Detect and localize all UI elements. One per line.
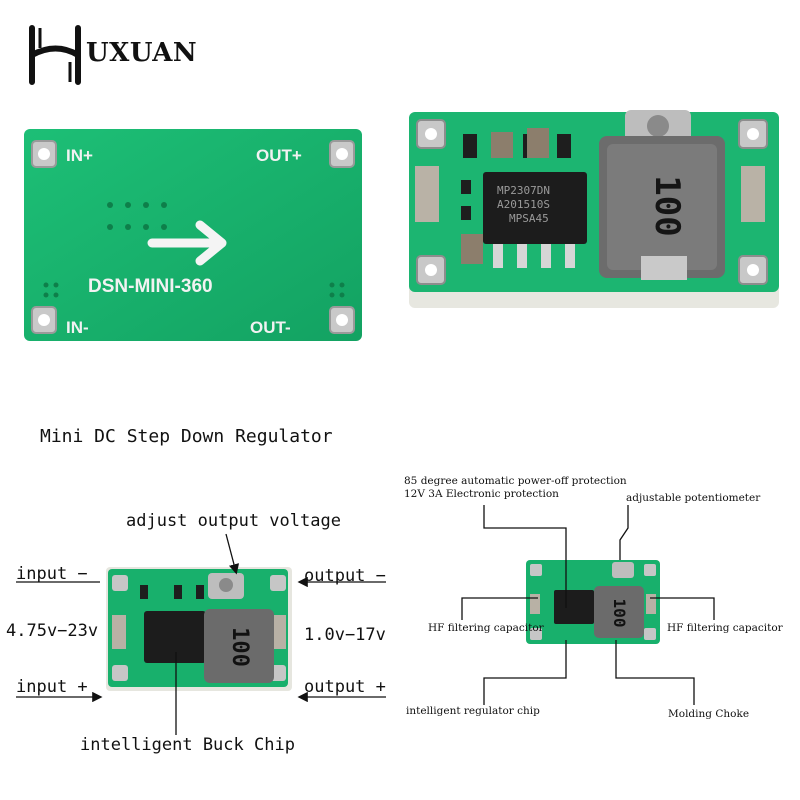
label-input-range: 4.75v−23v xyxy=(6,621,99,641)
left-board-image: 100 xyxy=(106,567,292,691)
label-protection-1: 85 degree automatic power-off protection xyxy=(404,475,627,487)
label-output-range: 1.0v−17v xyxy=(304,625,386,645)
label-output-minus: output − xyxy=(304,566,386,586)
brand-logo-icon xyxy=(29,25,81,85)
label-model: DSN-MINI-360 xyxy=(88,276,213,297)
brand-name: UXUAN xyxy=(86,38,198,68)
svg-text:100: 100 xyxy=(610,599,629,628)
board-front-image: MP2307DN A201510S MPSA45 100 xyxy=(409,110,779,308)
label-adjust-output-voltage: adjust output voltage xyxy=(126,511,341,531)
svg-text:100: 100 xyxy=(227,627,252,667)
label-hf-capacitor-right: HF filtering capacitor xyxy=(667,622,783,634)
label-input-plus: input + xyxy=(16,677,88,697)
label-output-plus: output + xyxy=(304,677,386,697)
label-regulator-chip: intelligent regulator chip xyxy=(406,705,540,717)
chip-line-3: MPSA45 xyxy=(509,212,549,225)
label-potentiometer: adjustable potentiometer xyxy=(626,492,761,504)
board-back-image xyxy=(24,129,362,341)
label-hf-capacitor-left: HF filtering capacitor xyxy=(428,622,544,634)
svg-text:100: 100 xyxy=(647,175,687,236)
label-in-plus: IN+ xyxy=(66,146,93,165)
label-buck-chip: intelligent Buck Chip xyxy=(80,735,295,755)
label-in-minus: IN- xyxy=(66,318,89,337)
page-title: Mini DC Step Down Regulator xyxy=(40,426,333,447)
chip-line-1: MP2307DN xyxy=(497,184,550,197)
label-out-minus: OUT- xyxy=(250,318,291,337)
label-protection-2: 12V 3A Electronic protection xyxy=(404,488,559,500)
right-board-image: 100 xyxy=(526,560,660,644)
label-out-plus: OUT+ xyxy=(256,146,302,165)
label-input-minus: input − xyxy=(16,564,88,584)
chip-line-2: A201510S xyxy=(497,198,550,211)
label-molding-choke: Molding Choke xyxy=(668,708,750,720)
